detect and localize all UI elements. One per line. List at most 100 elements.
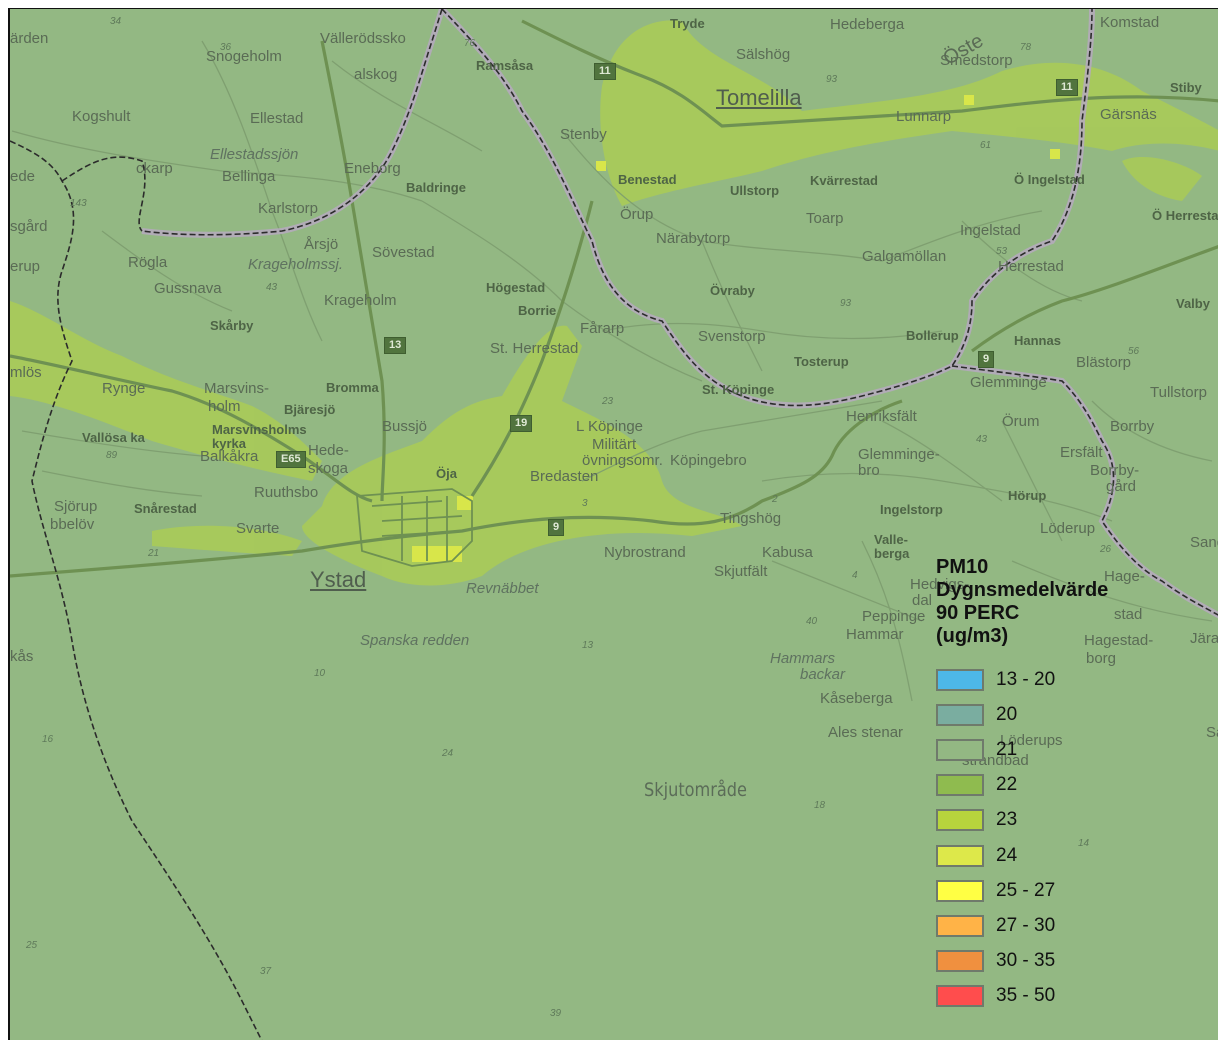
legend-swatch [936,844,984,867]
place-label: övningsomr. [582,452,663,469]
place-label: Smedstorp [940,52,1013,69]
legend-label: 27 - 30 [996,914,1056,936]
legend-item: 13 - 20 [936,662,1206,697]
place-label: Hammars [770,650,836,667]
place-label: borg [1086,650,1117,667]
place-label: Komstad [1100,14,1160,31]
place-label: erup [10,258,41,275]
depth-number: 10 [314,668,326,679]
depth-number: 14 [1078,838,1090,849]
place-label: Rynge [102,380,146,397]
west-border [10,140,263,1040]
map-canvas[interactable] [10,9,1218,1040]
place-label: gård [1106,478,1137,495]
depth-number: 18 [814,800,826,811]
depth-number: 56 [1128,346,1140,357]
place-label: Vallösa ka [82,430,145,445]
place-label: stad [1114,606,1143,623]
place-label: Borrby- [1090,462,1140,479]
place-label: Borrby [1110,418,1155,435]
legend-item: 23 [936,803,1206,838]
place-label: Tullstorp [1150,384,1207,401]
legend-label: 35 - 50 [996,985,1056,1007]
legend-item: 30 - 35 [936,944,1206,979]
place-label: Glemminge- [858,446,940,463]
place-label: Tryde [670,16,705,31]
place-label: Skårby [210,318,254,333]
place-label: Svarte [236,520,280,537]
road-e65 [10,354,373,503]
place-label: Tomelilla [716,85,802,110]
place-label: Ramsåsa [476,58,534,73]
legend-label: 22 [996,774,1018,796]
place-label: Ellestadssjön [210,146,299,163]
place-label: Ingelstad [960,222,1021,239]
place-label: Svenstorp [698,328,766,345]
place-label: alskog [354,66,398,83]
place-label: Sälshög [736,46,791,63]
depth-number: 89 [106,450,118,461]
place-label: berga [874,546,910,561]
place-label: dal [912,592,933,609]
place-label: Bromma [326,380,379,395]
place-label: Bellinga [222,168,276,185]
place-label: Ales stenar [828,724,904,741]
place-label: bbelöv [50,516,95,533]
road-shield: 9 [548,519,565,536]
road-9-coast [10,399,903,578]
place-label: Örup [620,206,654,223]
legend-swatch [936,738,984,761]
place-label: Närabytorp [656,230,731,247]
place-label: Köpingebro [670,452,747,469]
depth-number: 4 [852,570,858,581]
place-label: Toarp [806,210,844,227]
place-label: Revnäbbet [466,580,539,597]
road-shield: 11 [594,63,616,80]
depth-number: 23 [602,396,614,407]
place-label: ede [10,168,36,185]
legend-swatch [936,914,984,937]
place-label: Ruuthsbo [254,484,319,501]
zone-east [1122,156,1202,201]
place-label: Skjutområde [644,779,747,801]
depth-number: 36 [220,42,232,53]
depth-number: 43 [266,282,278,293]
place-label: Bussjö [382,418,428,435]
place-label: Sand [1190,534,1218,551]
place-label: Hedvigs- [910,576,970,593]
place-label: Hage- [1104,568,1145,585]
place-label: Hörup [1008,488,1047,503]
place-label: bro [858,462,880,479]
place-label: Galgamöllan [862,248,947,265]
legend-swatch [936,879,984,902]
place-label: Baldringe [406,180,466,195]
place-label: Kabusa [762,544,813,561]
place-label: Ersfält [1060,444,1103,461]
place-label: Kogshult [72,108,131,125]
legend-swatch [936,774,984,797]
road-shield: 19 [510,415,533,432]
depth-number: 40 [806,616,818,627]
depth-number: 13 [582,640,594,651]
place-label: Ö Ingelstad [1014,172,1085,187]
legend-title: PM10 Dygnsmedelvärde 90 PERC (ug/m3) [936,556,1109,647]
place-label: Löderup [1040,520,1096,537]
place-label: Krageholmssj. [248,256,344,273]
legend-item: 20 [936,697,1206,732]
place-label: Hannas [1014,333,1061,348]
ystad-town [356,488,473,567]
place-label: mlös [10,364,42,381]
place-label: sgård [10,218,48,235]
legend-item: 35 - 50 [936,979,1206,1014]
road-shield: 11 [1056,79,1078,96]
legend-item: 21 [936,732,1206,767]
depth-number: 43 [976,434,988,445]
place-label: St. Köpinge [702,382,775,397]
place-label: Gärsnäs [1100,106,1157,123]
place-label: kås [10,648,34,665]
place-label: Rögla [128,254,168,271]
place-label: Snårestad [134,501,197,516]
place-label: Ystad [310,567,367,592]
legend-swatch [936,985,984,1008]
place-label: Eneborg [344,160,401,177]
